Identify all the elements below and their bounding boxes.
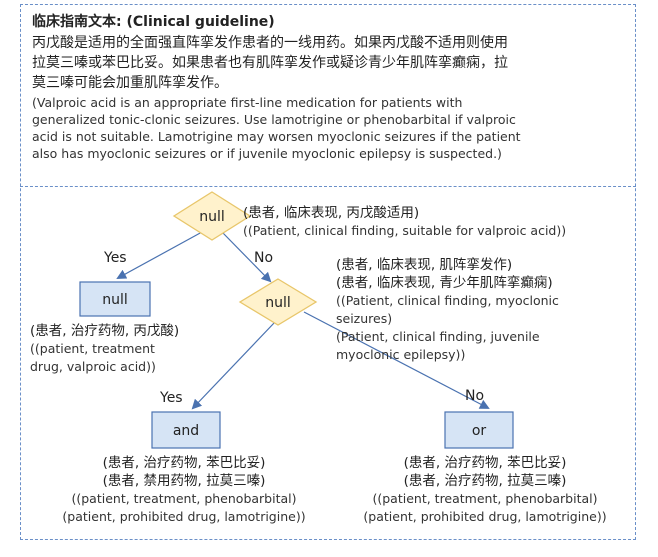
guideline-zh: 丙戊酸是适用的全面强直阵挛发作患者的一线用药。如果丙戊酸不适用则使用 拉莫三嗪或… <box>32 33 632 93</box>
guideline-en-line: acid is not suitable. Lamotrigine may wo… <box>32 129 521 144</box>
guideline-zh-line: 拉莫三嗪或苯巴比妥。如果患者也有肌阵挛发作或疑诊青少年肌阵挛癫痫，拉 <box>32 55 508 71</box>
edge-root-yes <box>116 231 203 279</box>
guideline-zh-line: 莫三嗪可能会加重肌阵挛发作。 <box>32 75 228 91</box>
root-label: null <box>199 209 225 225</box>
edge-label-yes-2: Yes <box>160 390 183 406</box>
yes-leaf-annotation: (患者, 治疗药物, 丙戊酸) ((patient, treatment dru… <box>30 322 179 376</box>
or-leaf-annotation: (患者, 治疗药物, 苯巴比妥) (患者, 治疗药物, 拉莫三嗪) ((pati… <box>330 454 640 526</box>
root-condition-zh: (患者, 临床表现, 丙戊酸适用) <box>243 205 420 221</box>
edge-label-no: No <box>254 250 274 266</box>
second-condition-zh: (患者, 临床表现, 青少年肌阵挛癫痫) <box>336 275 553 291</box>
or-leaf-zh: (患者, 治疗药物, 苯巴比妥) <box>403 455 567 471</box>
or-leaf-zh: (患者, 治疗药物, 拉莫三嗪) <box>403 473 567 489</box>
guideline-title: 临床指南文本: (Clinical guideline) <box>32 14 275 30</box>
or-leaf-en: ((patient, treatment, phenobarbital) <box>372 491 598 506</box>
outer-frame <box>20 4 636 540</box>
and-leaf-zh: (患者, 禁用药物, 拉莫三嗪) <box>102 473 266 489</box>
root-condition: (患者, 临床表现, 丙戊酸适用) ((Patient, clinical fi… <box>243 204 566 240</box>
and-leaf-label: and <box>173 423 199 439</box>
second-condition-en: seizures) <box>336 311 393 326</box>
yes-leaf-label: null <box>102 292 128 308</box>
and-leaf-en: (patient, prohibited drug, lamotrigine)) <box>62 509 306 524</box>
second-condition-en: myoclonic epilepsy)) <box>336 347 466 362</box>
and-leaf-en: ((patient, treatment, phenobarbital) <box>71 491 297 506</box>
second-condition-zh: (患者, 临床表现, 肌阵挛发作) <box>336 257 513 273</box>
yes-leaf-en: ((patient, treatment <box>30 341 155 356</box>
second-condition-en: (Patient, clinical finding, juvenile <box>336 329 540 344</box>
guideline-en: (Valproic acid is an appropriate first-l… <box>32 94 632 162</box>
yes-leaf-box <box>79 281 151 317</box>
edge-second-no <box>303 311 490 409</box>
guideline-en-line: also has myoclonic seizures or if juveni… <box>32 146 502 161</box>
and-leaf-box <box>151 411 221 449</box>
edge-second-yes <box>191 321 276 410</box>
guideline-en-line: generalized tonic-clonic seizures. Use l… <box>32 112 516 127</box>
edge-root-no <box>221 231 272 283</box>
and-leaf-zh: (患者, 治疗药物, 苯巴比妥) <box>102 455 266 471</box>
and-leaf-annotation: (患者, 治疗药物, 苯巴比妥) (患者, 禁用药物, 拉莫三嗪) ((pati… <box>24 454 344 526</box>
guideline-text: 临床指南文本: (Clinical guideline) 丙戊酸是适用的全面强直… <box>32 12 632 162</box>
or-leaf-label: or <box>472 423 487 439</box>
second-diamond <box>238 278 318 326</box>
yes-leaf-zh: (患者, 治疗药物, 丙戊酸) <box>30 323 180 339</box>
section-divider <box>20 186 636 187</box>
edge-label-no-2: No <box>465 388 485 404</box>
yes-leaf-en: drug, valproic acid)) <box>30 359 156 374</box>
second-condition-en: ((Patient, clinical finding, myoclonic <box>336 293 559 308</box>
second-condition: (患者, 临床表现, 肌阵挛发作) (患者, 临床表现, 青少年肌阵挛癫痫) (… <box>336 256 559 364</box>
edge-label-yes: Yes <box>104 250 127 266</box>
root-condition-en: ((Patient, clinical finding, suitable fo… <box>243 223 567 238</box>
or-leaf-en: (patient, prohibited drug, lamotrigine)) <box>363 509 607 524</box>
guideline-zh-line: 丙戊酸是适用的全面强直阵挛发作患者的一线用药。如果丙戊酸不适用则使用 <box>32 35 508 51</box>
second-label: null <box>265 295 291 311</box>
or-leaf-box <box>444 411 514 449</box>
guideline-en-line: (Valproic acid is an appropriate first-l… <box>32 95 463 110</box>
root-diamond <box>172 191 252 241</box>
